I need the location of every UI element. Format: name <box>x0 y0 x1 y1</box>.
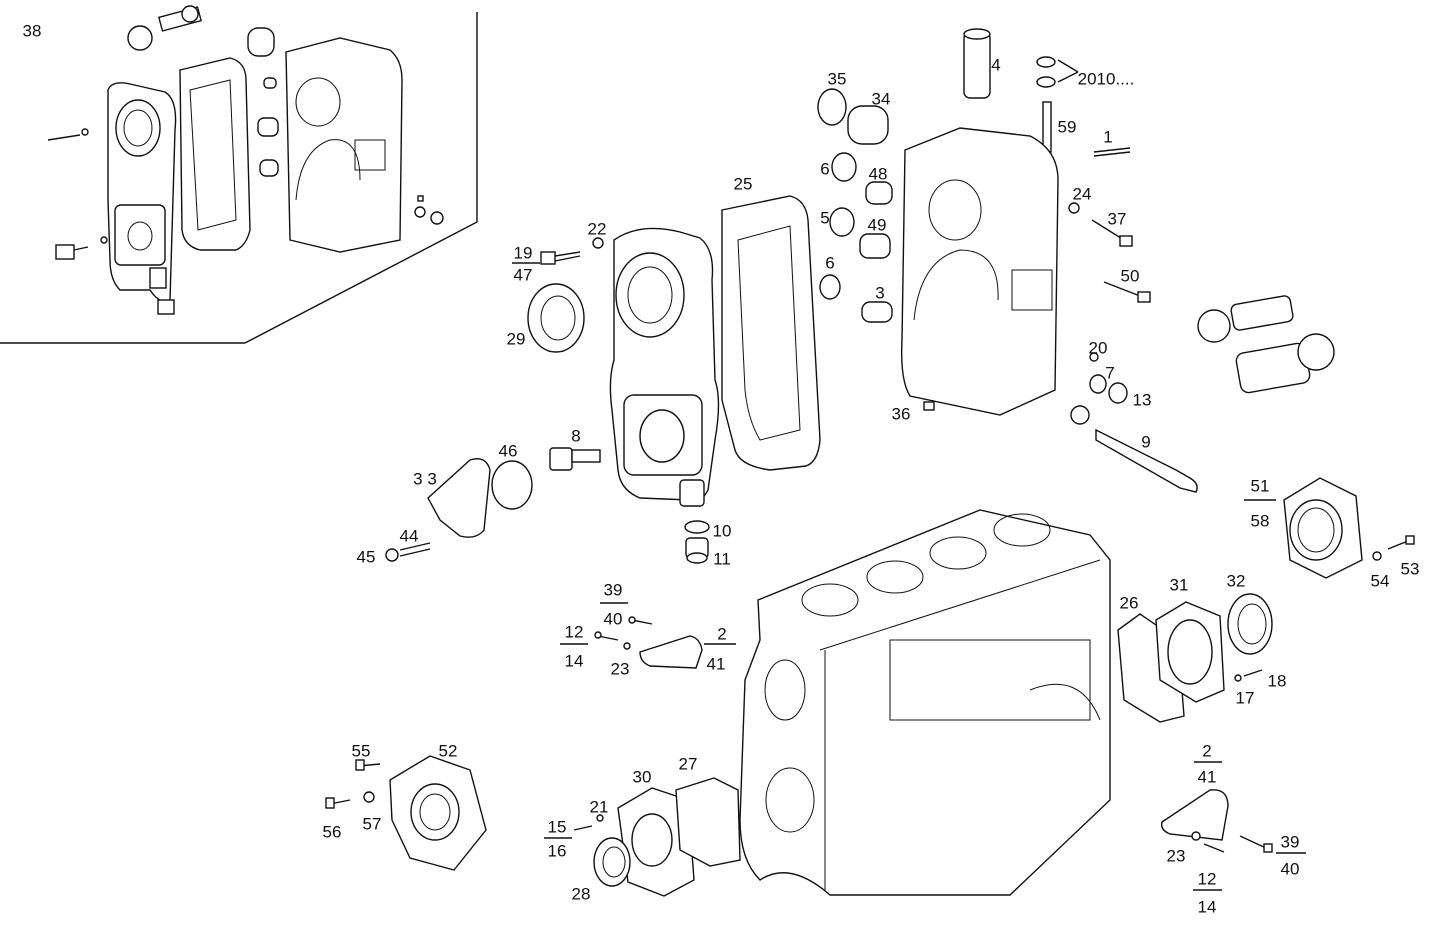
bolt-19 <box>540 237 604 265</box>
part-label-l23a: 23 <box>611 659 630 678</box>
part-label-l36: 36 <box>892 404 911 423</box>
fitting-10-11 <box>684 520 710 564</box>
pin-4 <box>963 28 1079 153</box>
part-label-l8: 8 <box>571 426 580 445</box>
part-label-l2b: 2 <box>1202 741 1211 760</box>
part-label-l19: 19 <box>514 243 533 262</box>
part-label-l2a: 2 <box>717 624 726 643</box>
part-label-l32: 32 <box>1227 571 1246 590</box>
part-label-l15: 15 <box>548 817 567 836</box>
part-label-l10: 10 <box>713 521 732 540</box>
part-label-l5: 5 <box>820 208 829 227</box>
part-label-l28: 28 <box>572 884 591 903</box>
part-label-l40b: 40 <box>1281 859 1300 878</box>
bracket-2-left <box>594 616 703 669</box>
part-label-l9: 9 <box>1141 432 1150 451</box>
part-label-l57: 57 <box>363 814 382 833</box>
part-label-l11: 11 <box>713 549 731 568</box>
part-label-l54: 54 <box>1371 571 1390 590</box>
part-label-l52: 52 <box>439 741 458 760</box>
part-label-l29: 29 <box>507 329 526 348</box>
part-label-l31: 31 <box>1170 575 1189 594</box>
part-label-l53: 53 <box>1401 559 1420 578</box>
part-label-l18: 18 <box>1268 671 1287 690</box>
engine-block <box>739 509 1111 896</box>
part-label-l45: 45 <box>357 547 376 566</box>
part-label-l14a: 14 <box>565 651 584 670</box>
part-label-l41b: 41 <box>1198 767 1217 786</box>
bolt-8 <box>549 447 601 471</box>
part-label-l21: 21 <box>590 797 609 816</box>
part-label-l22: 22 <box>588 219 607 238</box>
part-label-l55: 55 <box>352 741 371 760</box>
inset-assembly <box>47 5 444 315</box>
seal-29 <box>527 283 585 353</box>
part-label-l39a: 39 <box>604 580 623 599</box>
part-label-l46: 46 <box>499 441 518 460</box>
part-label-l12b: 12 <box>1198 869 1217 888</box>
part-label-l13: 13 <box>1133 390 1152 409</box>
part-label-l20: 20 <box>1089 338 1108 357</box>
part-label-l25: 25 <box>734 174 753 193</box>
part-label-l38: 38 <box>23 21 42 40</box>
part-label-l50: 50 <box>1121 266 1140 285</box>
part-label-l3: 3 <box>875 283 884 302</box>
cover-51 <box>1283 477 1415 579</box>
part-label-l58: 58 <box>1251 511 1270 530</box>
part-label-l34: 34 <box>872 89 891 108</box>
part-label-l2010: 2010.... <box>1078 69 1135 88</box>
part-label-l17: 17 <box>1236 688 1255 707</box>
part-label-l27: 27 <box>679 754 698 773</box>
part-label-l41a: 41 <box>707 654 726 673</box>
part-label-l37: 37 <box>1108 209 1127 228</box>
rear-cover-31 <box>1117 593 1273 723</box>
part-label-l4: 4 <box>991 55 1000 74</box>
part-label-l48: 48 <box>869 164 888 183</box>
part-label-l44: 44 <box>400 526 419 545</box>
part-label-l6a: 6 <box>820 159 829 178</box>
part-label-l51: 51 <box>1251 476 1270 495</box>
part-label-l30: 30 <box>633 767 652 786</box>
bracket-2-right <box>1160 789 1273 853</box>
bracket-33 <box>385 458 533 562</box>
part-label-l59: 59 <box>1058 117 1077 136</box>
part-label-l39b: 39 <box>1281 832 1300 851</box>
part-label-l23b: 23 <box>1167 846 1186 865</box>
front-cover-housing <box>609 227 720 507</box>
inset-frame <box>0 12 478 344</box>
part-label-l26: 26 <box>1120 593 1139 612</box>
cover-30 <box>573 777 741 897</box>
cover-52 <box>325 755 487 871</box>
part-label-l24: 24 <box>1073 184 1092 203</box>
gear-housing <box>900 127 1059 416</box>
part-label-l35: 35 <box>828 69 847 88</box>
part-label-l7: 7 <box>1105 363 1114 382</box>
part-label-l6b: 6 <box>825 253 834 272</box>
part-label-l16: 16 <box>548 841 567 860</box>
part-label-l56: 56 <box>323 822 342 841</box>
part-label-l12a: 12 <box>565 622 584 641</box>
gasket-25 <box>721 195 821 471</box>
fraction-bars <box>512 262 1306 891</box>
part-label-l33: 3 3 <box>413 469 437 488</box>
part-label-l47: 47 <box>514 265 533 284</box>
gear-set <box>1197 295 1335 394</box>
right-side-fasteners <box>923 147 1198 493</box>
part-label-l1: 1 <box>1103 127 1112 146</box>
part-label-l40a: 40 <box>604 609 623 628</box>
part-label-l14b: 14 <box>1198 897 1217 916</box>
bushings-column <box>817 88 893 323</box>
part-label-l49: 49 <box>868 215 887 234</box>
